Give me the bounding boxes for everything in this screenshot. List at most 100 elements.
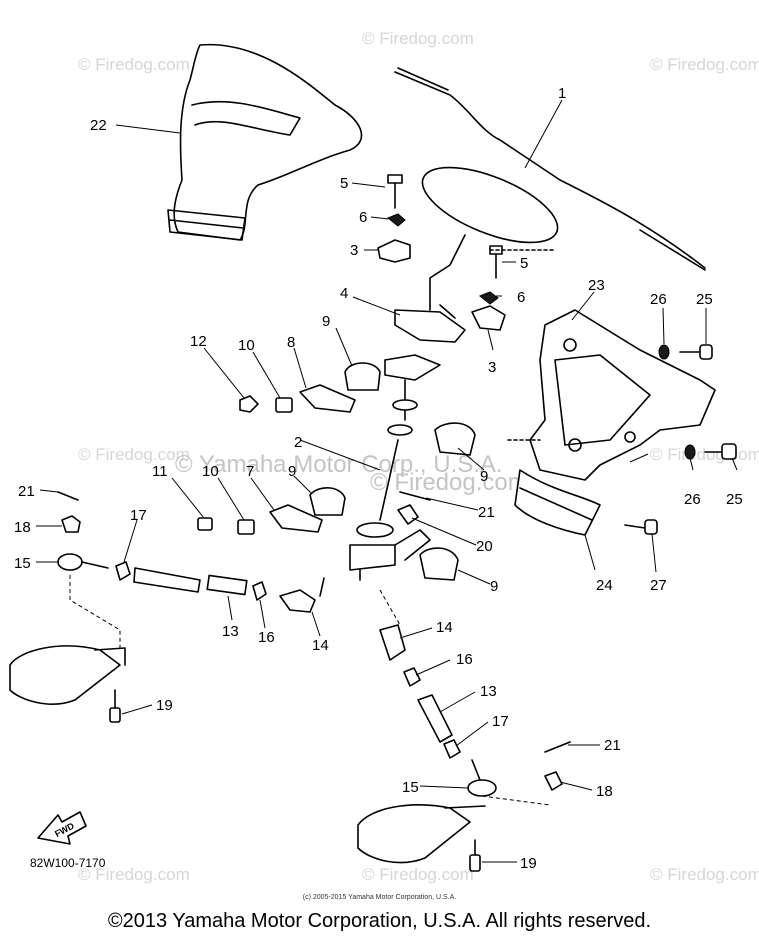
callout-10: 10 xyxy=(202,463,219,480)
callout-27: 27 xyxy=(650,577,667,594)
part-21-cotter-left xyxy=(57,491,79,501)
part-22-handle-cover xyxy=(167,43,363,241)
part-9-collar-bottom xyxy=(419,547,459,581)
part-6-nut-right xyxy=(479,291,499,305)
callout-5: 5 xyxy=(520,255,528,272)
callout-14: 14 xyxy=(312,637,329,654)
part-23-column-bracket xyxy=(489,249,716,481)
part-3-clamp-right xyxy=(471,305,506,331)
part-13-sleeve-left xyxy=(206,574,248,596)
part-17-nut-left xyxy=(115,561,131,581)
part-3-clamp-upper xyxy=(377,239,411,263)
callout-18: 18 xyxy=(14,519,31,536)
callout-9: 9 xyxy=(480,468,488,485)
part-8-bracket xyxy=(299,384,356,413)
callout-10: 10 xyxy=(238,337,255,354)
watermark: © Firedog.com xyxy=(362,29,474,48)
part-18-nut-right xyxy=(544,771,563,791)
part-2-steering-shaft xyxy=(349,354,441,581)
diagram-code: 82W100-7170 xyxy=(30,856,106,870)
watermark: © Firedog.com xyxy=(362,865,474,884)
callout-23: 23 xyxy=(588,277,605,294)
callout-2: 2 xyxy=(294,434,302,451)
watermark: © Firedog.com xyxy=(650,865,759,884)
part-19-bolt-left xyxy=(109,689,121,723)
callout-13: 13 xyxy=(480,683,497,700)
part-9-collar-left xyxy=(309,487,346,516)
callout-1: 1 xyxy=(558,85,566,102)
leader-lines xyxy=(36,99,738,863)
callout-24: 24 xyxy=(596,577,613,594)
part-27-bolt xyxy=(624,519,658,535)
callout-8: 8 xyxy=(287,334,295,351)
watermark-layer: © Firedog.com © Firedog.com © Firedog.co… xyxy=(78,29,759,884)
part-10-block-lower xyxy=(237,519,255,535)
callout-22: 22 xyxy=(90,117,107,134)
callout-26: 26 xyxy=(650,291,667,308)
part-15-ball-joint-left xyxy=(57,553,109,571)
part-13-rod-right xyxy=(417,694,453,743)
part-14-ball-end-left xyxy=(279,577,325,613)
knuckle-right xyxy=(357,589,551,864)
part-24-lower-cover xyxy=(514,469,601,536)
callout-18: 18 xyxy=(596,783,613,800)
watermark: © Firedog.com xyxy=(650,445,759,464)
callout-6: 6 xyxy=(359,209,367,226)
small-copyright: (c) 2005-2015 Yamaha Motor Corporation, … xyxy=(302,894,457,901)
part-4-clamp-bar xyxy=(394,309,466,343)
watermark-firedog-center: © Firedog.com xyxy=(370,469,528,496)
callout-6: 6 xyxy=(517,289,525,306)
part-15-ball-joint-right xyxy=(467,759,497,797)
part-21-cotter-right xyxy=(544,741,571,753)
callout-7: 7 xyxy=(246,463,254,480)
part-12-nut xyxy=(239,395,259,413)
part-20-nut xyxy=(397,504,419,525)
part-26-washer-upper xyxy=(658,344,670,360)
watermark: © Firedog.com xyxy=(650,55,759,74)
part-11-bolt xyxy=(197,517,213,531)
callout-9: 9 xyxy=(490,578,498,595)
callout-3: 3 xyxy=(350,242,358,259)
callout-9: 9 xyxy=(322,313,330,330)
part-21-cotter-center xyxy=(399,491,431,501)
part-18-nut-left xyxy=(61,515,81,533)
part-25-bolt-lower-right xyxy=(704,443,737,460)
callout-19: 19 xyxy=(520,855,537,872)
callout-9: 9 xyxy=(288,463,296,480)
part-16-nut-left xyxy=(252,581,267,601)
callout-15: 15 xyxy=(14,555,31,572)
callout-25: 25 xyxy=(726,491,743,508)
callout-labels: 22 1 5 6 3 4 5 6 3 23 26 25 9 8 10 12 2 … xyxy=(14,85,743,872)
watermark: © Firedog.com xyxy=(78,865,190,884)
forward-arrow-icon: FWD xyxy=(37,811,87,845)
callout-15: 15 xyxy=(402,779,419,796)
callout-14: 14 xyxy=(436,619,453,636)
part-5-bolt-upper xyxy=(387,174,403,209)
part-1-handlebar xyxy=(394,67,706,319)
watermark: © Firedog.com xyxy=(78,55,190,74)
callout-13: 13 xyxy=(222,623,239,640)
callout-19: 19 xyxy=(156,697,173,714)
part-16-nut-right xyxy=(403,667,421,687)
callout-21: 21 xyxy=(604,737,621,754)
callout-3: 3 xyxy=(488,359,496,376)
part-17-nut-right xyxy=(443,739,461,759)
callout-17: 17 xyxy=(130,507,147,524)
copyright-caption: ©2013 Yamaha Motor Corporation, U.S.A. A… xyxy=(107,910,652,932)
callout-20: 20 xyxy=(476,538,493,555)
callout-11: 11 xyxy=(152,463,168,480)
watermark: © Firedog.com xyxy=(78,445,190,464)
callout-21: 21 xyxy=(18,483,35,500)
part-7-bracket xyxy=(269,504,323,533)
part-25-bolt-upper-right xyxy=(679,344,713,360)
watermark-yamaha: © Yamaha Motor Corp., U.S.A. xyxy=(175,451,503,478)
part-14-ball-end-right xyxy=(379,624,406,661)
callout-17: 17 xyxy=(492,713,509,730)
part-9-collar-top xyxy=(344,362,381,391)
part-13-rod-left xyxy=(133,567,201,593)
callout-4: 4 xyxy=(340,285,348,302)
part-9-collar-right xyxy=(434,422,476,456)
callout-12: 12 xyxy=(190,333,207,350)
knuckle-left xyxy=(9,575,126,705)
